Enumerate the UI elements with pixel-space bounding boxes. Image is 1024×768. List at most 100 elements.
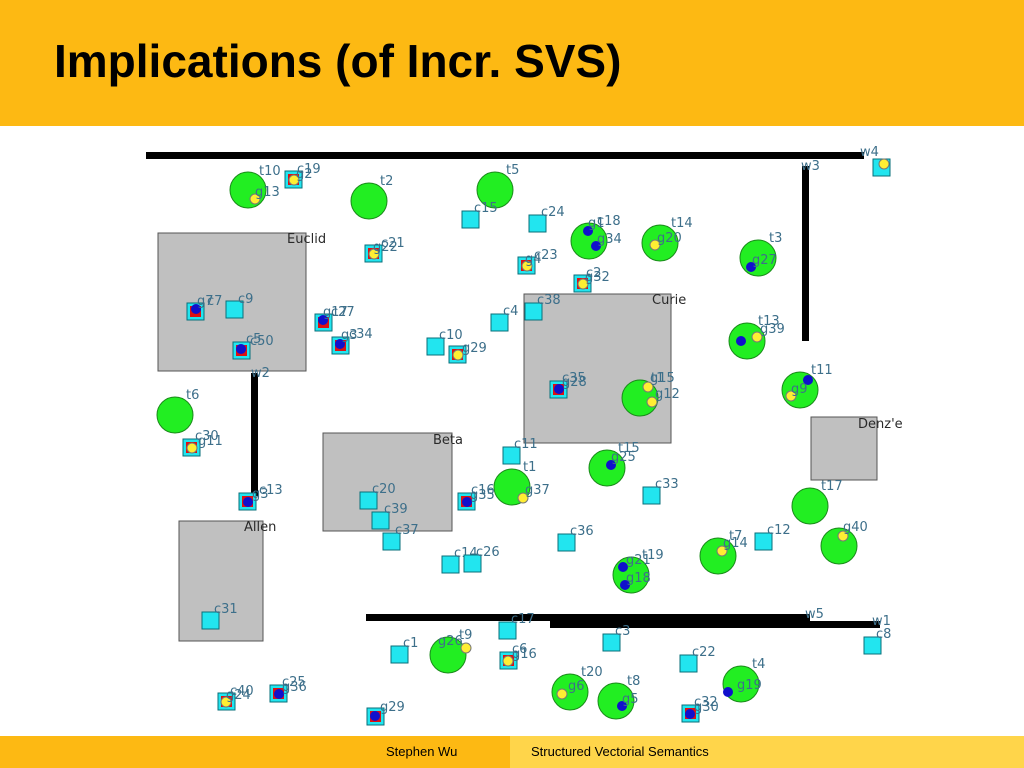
simulation-map: Euclid Curie Beta Allen Denz'e w4 w3 w2 … xyxy=(0,126,1024,736)
svg-text:c34: c34 xyxy=(349,327,373,342)
svg-text:c50: c50 xyxy=(250,334,274,349)
target-t6: t6 xyxy=(156,388,199,434)
room-label: Allen xyxy=(244,520,276,535)
cube-c22: c22 xyxy=(679,645,716,673)
marker-g26: g26 xyxy=(438,634,472,654)
svg-text:c7: c7 xyxy=(207,294,222,309)
svg-text:c3: c3 xyxy=(615,624,630,639)
svg-text:c6: c6 xyxy=(512,642,527,657)
svg-text:t17: t17 xyxy=(821,479,843,494)
svg-text:c9: c9 xyxy=(238,292,253,307)
svg-text:t8: t8 xyxy=(627,674,640,689)
svg-text:g18: g18 xyxy=(626,571,651,586)
svg-text:t5: t5 xyxy=(506,163,519,178)
cube-c15: c15 xyxy=(461,201,498,229)
marker-g34: g34 xyxy=(591,232,622,251)
wall-w4: w4 xyxy=(146,145,879,160)
target-t7: t7 xyxy=(699,529,742,575)
wall-label: w2 xyxy=(251,366,270,381)
cube-c26: c26 xyxy=(463,545,500,573)
svg-text:t3: t3 xyxy=(769,231,782,246)
svg-text:g15: g15 xyxy=(650,371,675,386)
map-canvas: Euclid Curie Beta Allen Denz'e w4 w3 w2 … xyxy=(146,145,903,726)
target-t5: t5 xyxy=(476,163,519,209)
svg-text:g5: g5 xyxy=(622,692,639,707)
footer-author: Stephen Wu xyxy=(386,744,458,759)
target-t9: t9 xyxy=(429,628,472,674)
slide-title: Implications (of Incr. SVS) xyxy=(54,35,622,87)
room-label: Euclid xyxy=(287,232,326,247)
cube-c11: c11 xyxy=(502,437,538,465)
svg-text:c5: c5 xyxy=(246,332,261,347)
footer-topic: Structured Vectorial Semantics xyxy=(531,744,709,759)
cube-c8: c8 xyxy=(863,627,891,655)
cube-c12: c12 xyxy=(754,523,791,551)
svg-text:t6: t6 xyxy=(186,388,199,403)
svg-text:c23: c23 xyxy=(534,248,558,263)
svg-text:t14: t14 xyxy=(671,216,693,231)
marker-g14: g14 xyxy=(716,536,748,557)
room-euclid: Euclid xyxy=(157,232,326,372)
wall-w2: w2 xyxy=(251,366,270,496)
svg-text:g9: g9 xyxy=(791,382,808,397)
svg-text:c38: c38 xyxy=(537,293,561,308)
room-label: Curie xyxy=(652,293,686,308)
svg-text:c33: c33 xyxy=(655,477,679,492)
svg-text:g24: g24 xyxy=(226,688,251,703)
targets-layer: t10 t2 t5 t14 t3 t13 t1 t6 t11 t1 t15 t1… xyxy=(156,163,858,720)
room-denz: Denz'e xyxy=(810,416,903,481)
cube-c17: c17 xyxy=(498,612,535,640)
svg-text:c13: c13 xyxy=(259,483,283,498)
svg-text:c1: c1 xyxy=(403,636,418,651)
svg-text:g36: g36 xyxy=(282,680,307,695)
svg-text:g34: g34 xyxy=(597,232,622,247)
marker-topright-cube xyxy=(872,158,891,177)
svg-text:g17: g17 xyxy=(323,305,348,320)
cube-c31: c31 xyxy=(201,602,238,630)
wall-label: w1 xyxy=(872,614,891,629)
wall-label: w5 xyxy=(805,607,824,622)
svg-text:c37: c37 xyxy=(395,523,419,538)
marker-g40: g40 xyxy=(837,520,868,542)
svg-text:t10: t10 xyxy=(259,164,281,179)
marker-g29-box: g29 xyxy=(448,341,487,364)
svg-text:g29: g29 xyxy=(380,700,405,715)
cube-c4: c4 xyxy=(490,304,518,332)
svg-text:t20: t20 xyxy=(581,665,603,680)
svg-text:t9: t9 xyxy=(459,628,472,643)
room-label: Denz'e xyxy=(858,417,903,432)
svg-text:c21: c21 xyxy=(381,236,405,251)
cube-c1: c1 xyxy=(390,636,418,664)
marker-g12: g12 xyxy=(646,387,680,408)
room-curie: Curie xyxy=(523,293,686,444)
marker-g5: g5 xyxy=(617,692,639,711)
cube-c38: c38 xyxy=(524,293,561,321)
svg-text:t19: t19 xyxy=(642,548,664,563)
svg-text:c10: c10 xyxy=(439,328,463,343)
svg-text:t1: t1 xyxy=(651,371,664,386)
target-t2: t2 xyxy=(350,174,393,220)
svg-text:c36: c36 xyxy=(570,524,594,539)
room-allen: Allen xyxy=(178,520,276,642)
marker-g9: g9 xyxy=(785,375,813,402)
svg-text:g37: g37 xyxy=(525,483,550,498)
marker-g6: g6 xyxy=(556,679,585,700)
svg-text:t4: t4 xyxy=(752,657,765,672)
svg-text:c11: c11 xyxy=(514,437,538,452)
svg-text:c40: c40 xyxy=(230,684,254,699)
svg-text:c27: c27 xyxy=(331,305,355,320)
svg-text:c19: c19 xyxy=(297,162,321,177)
cube-c33: c33 xyxy=(642,477,679,505)
room-label: Beta xyxy=(433,433,463,448)
target-t17: t17 xyxy=(791,479,843,525)
wall-label: w3 xyxy=(801,159,820,174)
